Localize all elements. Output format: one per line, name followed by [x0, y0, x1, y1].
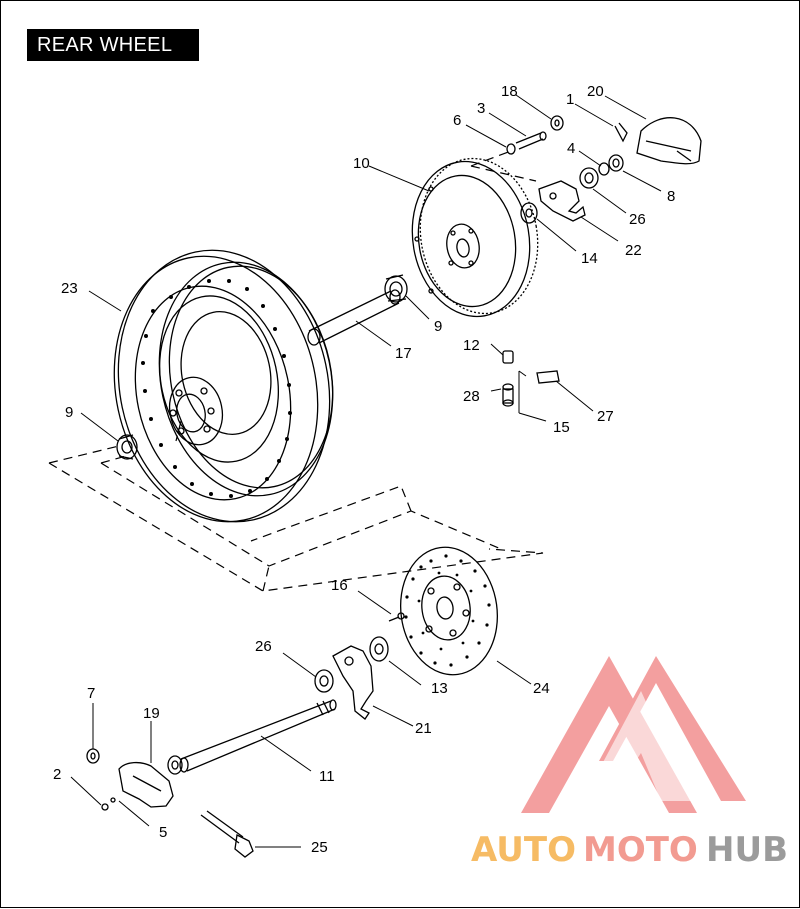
screw-2	[101, 797, 116, 811]
part-label-7: 7	[87, 685, 95, 702]
rear-wheel	[113, 249, 334, 523]
washer-13	[369, 636, 389, 662]
part-label-18: 18	[501, 83, 518, 100]
leader-lines	[70, 94, 662, 848]
adjuster-26-upper	[579, 167, 599, 189]
axle-nut-right	[608, 154, 624, 172]
part-label-24: 24	[533, 680, 550, 697]
axle-nut-left	[167, 755, 183, 775]
caliper-bracket-lower	[332, 645, 374, 720]
watermark-auto: AUTO	[471, 830, 576, 870]
wheel-bearing-left	[116, 434, 138, 460]
adjuster-26-lower	[314, 669, 334, 693]
part-label-9-left: 9	[65, 404, 73, 421]
part-label-20: 20	[587, 83, 604, 100]
diagram-title: REAR WHEEL	[27, 29, 199, 61]
rotor-bolt	[388, 612, 405, 622]
part-label-3: 3	[477, 100, 485, 117]
part-label-11: 11	[319, 768, 335, 785]
washer-18	[550, 115, 564, 131]
rear-axle	[179, 699, 337, 773]
part-label-16: 16	[331, 577, 348, 594]
part-label-19: 19	[143, 705, 160, 722]
watermark-hub: HUB	[706, 830, 788, 870]
part-label-26-upper: 26	[629, 211, 646, 228]
part-label-4: 4	[567, 140, 575, 157]
part-label-26-lower: 26	[255, 638, 272, 655]
part-label-25: 25	[311, 839, 328, 856]
nut-7	[86, 748, 100, 764]
axle-adjuster-left	[118, 761, 174, 808]
rear-sprocket	[411, 157, 539, 318]
part-label-28: 28	[463, 388, 480, 405]
part-label-14: 14	[581, 250, 598, 267]
part-label-5: 5	[159, 824, 167, 841]
washer-6	[506, 143, 516, 155]
wheel-bearing-right	[384, 274, 408, 303]
watermark-logo-triangle	[521, 656, 746, 813]
caliper-bracket-upper	[538, 180, 586, 222]
brake-rotor	[399, 546, 499, 676]
part-label-23: 23	[61, 280, 78, 297]
valve-cap	[502, 350, 514, 364]
balance-weight	[536, 370, 560, 384]
caliper-cover	[636, 117, 702, 165]
adjuster-bolt-25	[200, 810, 254, 858]
cotter-pin	[614, 122, 628, 143]
part-label-17: 17	[395, 345, 412, 362]
part-label-21: 21	[415, 720, 432, 737]
part-label-13: 13	[431, 680, 448, 697]
watermark-moto: MOTO	[583, 830, 698, 870]
part-label-15: 15	[553, 419, 570, 436]
part-label-6: 6	[453, 112, 461, 129]
valve-stem	[502, 383, 514, 407]
washer-4	[598, 162, 610, 176]
part-labels: 1 2 3 4 5 6 7 8 9 9 10 11 12 13 14 15 16…	[53, 83, 675, 856]
part-label-12: 12	[463, 337, 480, 354]
part-label-1: 1	[566, 91, 574, 108]
part-label-22: 22	[625, 242, 642, 259]
part-label-10: 10	[353, 155, 370, 172]
part-label-8: 8	[667, 188, 675, 205]
part-label-2: 2	[53, 766, 61, 783]
part-label-27: 27	[597, 408, 614, 425]
washer-14	[520, 202, 538, 224]
dashed-assembly-lines	[48, 150, 544, 592]
part-label-9-right: 9	[434, 318, 442, 335]
bolt-3	[515, 131, 547, 150]
